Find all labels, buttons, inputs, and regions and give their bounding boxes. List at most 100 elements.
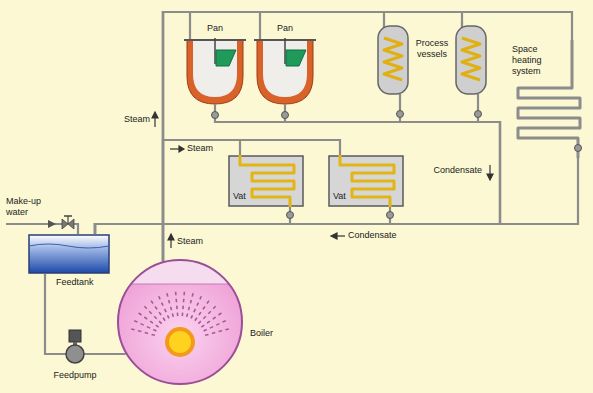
steam-trap (475, 111, 482, 118)
flow-label: Steam (177, 236, 217, 247)
boiler-shape-part (175, 299, 177, 303)
boiler-shape-part (203, 306, 205, 309)
vessel-label: Process vessels (410, 38, 454, 60)
flow-label: Steam (187, 143, 227, 154)
pan-shape-part (259, 20, 261, 40)
boiler-shape-part (191, 293, 194, 296)
pan-shape-part (214, 104, 216, 108)
pump-shape-part (66, 345, 84, 363)
vat-tank: Vat (328, 155, 404, 207)
vessels-shape-part (462, 38, 480, 80)
valve-symbol (67, 216, 68, 224)
vat-shape-part (240, 155, 294, 207)
flow-arrow (48, 220, 56, 228)
make-up-pipe (74, 224, 78, 234)
vat-label: Vat (333, 191, 351, 202)
process-vessels: Process vessels (372, 22, 492, 106)
pan-shape-part (286, 50, 306, 66)
pipe-connector (95, 108, 500, 234)
vessels-shape-part (456, 26, 486, 94)
valve-symbol (64, 215, 72, 217)
boiler-shape-part (183, 299, 185, 303)
boiler-shape-part (203, 316, 206, 319)
boiler-shape-part (139, 313, 142, 315)
space-heating-coil: Space heating system (508, 40, 590, 158)
boiler-shape-part (219, 313, 222, 315)
boiler-shape-part (170, 307, 172, 310)
pipe-connector (95, 106, 500, 234)
boiler-shape-part (210, 327, 213, 329)
boiler-shape-part (195, 318, 197, 321)
pump-shape-part (69, 330, 81, 342)
flow-arrow (331, 233, 337, 239)
boiler-shape-part (156, 325, 159, 327)
vessels-shape-part (477, 94, 479, 106)
boiler-shape-part (149, 311, 152, 314)
steam-trap (387, 212, 394, 219)
boiler-shape-part (182, 306, 184, 310)
boiler-shape-part (191, 315, 193, 318)
boiler-shape-part (190, 300, 193, 303)
pump-shape (58, 330, 92, 366)
vat-label: Vat (233, 191, 251, 202)
boiler-shape-part (212, 332, 215, 334)
vessels-shape (372, 22, 492, 106)
boiler-shape-part (204, 330, 207, 332)
pipe-connector (95, 207, 290, 234)
vessels-shape-part (378, 26, 408, 94)
boiler-shape-part (147, 327, 150, 329)
boiler-shape-part (154, 316, 157, 319)
boiler-shape-part (199, 312, 201, 315)
boiler-shape-part (165, 309, 167, 312)
feedtank-label: Feedtank (56, 277, 108, 288)
boiler-shape-part (168, 300, 171, 303)
pan-label: Pan (183, 23, 247, 34)
boiler-shape-part (152, 334, 155, 336)
boiler-shape-part (200, 296, 201, 299)
pipe-connector (95, 108, 500, 234)
boiler-shape-part (225, 328, 228, 330)
feedpump: Feedpump (58, 330, 92, 366)
boiler-shape-part (151, 301, 153, 304)
boiler-shape-part (175, 292, 177, 296)
pan-shape-part (189, 20, 191, 40)
vat-shape-part (340, 155, 394, 207)
vat-tank: Vat (228, 155, 304, 207)
boiler-shape-part (138, 330, 141, 332)
pan-shape-part (216, 50, 236, 66)
flow-arrow (168, 234, 174, 240)
boiler-shape (116, 258, 244, 386)
boiler-shape-part (172, 314, 175, 317)
pan-vessel: Pan (253, 20, 317, 108)
flow-arrows (152, 112, 493, 248)
boiler-shape-part (155, 306, 157, 309)
heating-label: Space heating system (512, 44, 562, 76)
steam-trap (282, 112, 289, 119)
vat-shape-part (329, 156, 403, 206)
steam-traps (212, 111, 482, 219)
boiler-shape-part (208, 311, 211, 314)
boiler-shape-part (207, 301, 209, 304)
boiler-shape-part (118, 260, 242, 384)
boiler-shape-part (197, 303, 199, 306)
boiler-shape-part (213, 306, 216, 309)
pump-label: Feedpump (50, 370, 100, 381)
boiler-shape-part (207, 321, 210, 323)
boiler-shape-part (145, 332, 148, 334)
boiler-shape-part (168, 315, 170, 318)
boiler-shape-part (205, 334, 208, 336)
pipe-connector (95, 207, 390, 234)
pan-shape (183, 20, 247, 108)
boiler-shape-part (177, 313, 179, 317)
steam-trap (397, 111, 404, 118)
tank-shape (28, 234, 110, 274)
tank-shape-part (29, 235, 109, 273)
pipe-connector (92, 353, 126, 355)
boiler-shape-part (182, 313, 184, 317)
vessels-shape-part (399, 94, 401, 106)
flow-label: Condensate (348, 230, 408, 241)
boiler: Boiler (116, 258, 244, 386)
